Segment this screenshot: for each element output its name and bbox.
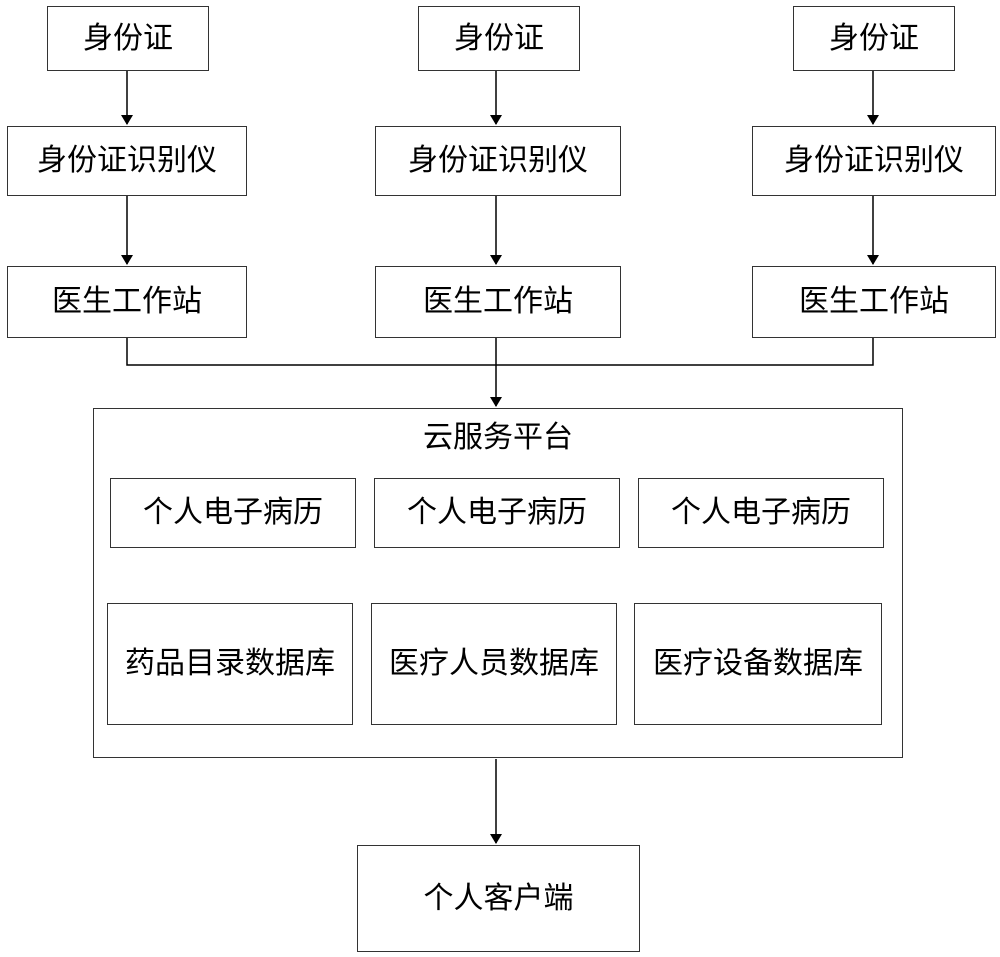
medical-record-box-3: 个人电子病历 [638,478,884,548]
id-reader-box-1: 身份证识别仪 [7,126,247,196]
workstation-label-2: 医生工作站 [423,284,573,319]
medical-record-box-2: 个人电子病历 [374,478,620,548]
drug-catalog-database-label: 药品目录数据库 [125,646,335,681]
personal-client-label: 个人客户端 [423,880,574,916]
cloud-platform-container [93,408,903,758]
id-reader-box-2: 身份证识别仪 [375,126,621,196]
id-reader-box-3: 身份证识别仪 [752,126,996,196]
workstation-box-3: 医生工作站 [752,266,996,338]
id-card-box-2: 身份证 [418,6,580,71]
id-reader-label-2: 身份证识别仪 [408,143,588,178]
workstation-label-1: 医生工作站 [52,284,202,319]
cloud-platform-title: 云服务平台 [423,420,573,455]
workstation-box-1: 医生工作站 [7,266,247,338]
workstation-label-3: 医生工作站 [799,284,949,319]
id-card-box-1: 身份证 [47,6,209,71]
id-card-label-3: 身份证 [829,20,919,56]
drug-catalog-database-box: 药品目录数据库 [107,603,353,725]
id-card-box-3: 身份证 [793,6,955,71]
personal-client-box: 个人客户端 [357,845,640,952]
medical-record-label-1: 个人电子病历 [143,495,323,530]
medical-equipment-database-label: 医疗设备数据库 [653,646,863,681]
medical-record-label-3: 个人电子病历 [671,495,851,530]
medical-staff-database-label: 医疗人员数据库 [389,646,599,681]
merge-connector [126,338,874,366]
id-card-label-2: 身份证 [454,20,544,56]
id-reader-label-3: 身份证识别仪 [784,143,964,178]
medical-staff-database-box: 医疗人员数据库 [371,603,617,725]
workstation-box-2: 医生工作站 [375,266,621,338]
medical-record-box-1: 个人电子病历 [110,478,356,548]
medical-equipment-database-box: 医疗设备数据库 [634,603,882,725]
medical-record-label-2: 个人电子病历 [407,495,587,530]
id-card-label-1: 身份证 [83,20,173,56]
id-reader-label-1: 身份证识别仪 [37,143,217,178]
